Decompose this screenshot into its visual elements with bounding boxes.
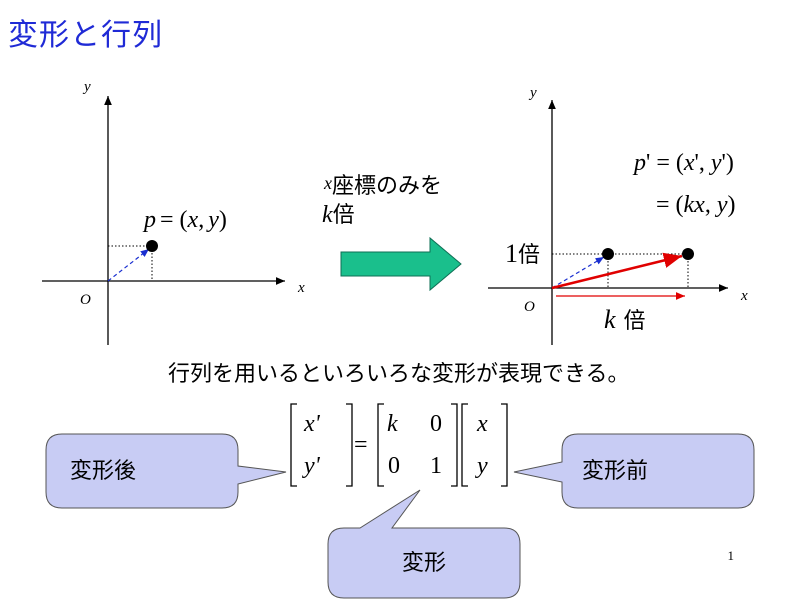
rhs-bottom: y [475, 453, 488, 479]
instruction-line-2: k倍 [322, 202, 355, 228]
right-original-vector [551, 256, 605, 289]
instruction-line-1: x座標のみを [323, 173, 442, 199]
bubble-after-shape [45, 433, 287, 509]
right-y-label: y [528, 85, 537, 101]
transform-arrow [340, 236, 462, 292]
page-number: 1 [727, 548, 735, 563]
matrix-m11: k [387, 411, 398, 437]
right-transformed-point [682, 248, 694, 260]
right-equation-2: = (kx, y) [656, 192, 736, 218]
one-times-label: 1倍 [505, 239, 540, 268]
page-title: 変形と行列 [8, 18, 163, 53]
lhs-top: x' [303, 411, 321, 437]
right-x-label: x [740, 288, 748, 304]
rhs-bracket [461, 403, 508, 487]
matrix-m22: 1 [430, 453, 442, 479]
middle-instruction: x座標のみを k倍 [322, 173, 442, 228]
right-equation-1: p' = (x', y') [632, 150, 734, 176]
left-origin-label: O [80, 292, 91, 308]
matrix-equation: x' y' = k 0 0 1 x y [290, 403, 508, 487]
bubble-after-label: 変形後 [70, 459, 136, 484]
bubble-transform-label: 変形 [402, 551, 446, 576]
left-position-vector [107, 248, 150, 282]
left-point [146, 240, 158, 252]
left-y-label: y [82, 79, 91, 95]
matrix-bracket [377, 403, 458, 487]
left-point-label: p= (x,y) [142, 207, 227, 233]
bubble-transform-shape [327, 489, 521, 599]
bubble-before: 変形前 [513, 433, 755, 509]
bubble-transform: 変形 [327, 489, 521, 599]
matrix-m12: 0 [430, 411, 442, 437]
right-transformed-vector [551, 252, 683, 290]
right-origin-label: O [524, 299, 535, 315]
left-graph: y x O p= (x,y) [42, 79, 305, 345]
lhs-bracket [290, 403, 353, 487]
bubble-after: 変形後 [45, 433, 287, 509]
caption-text: 行列を用いるといろいろな変形が表現できる。 [168, 362, 630, 387]
left-x-label: x [297, 280, 305, 296]
equals-sign: = [354, 432, 368, 458]
rhs-top: x [476, 411, 488, 437]
bubble-before-label: 変形前 [582, 459, 648, 484]
bubble-before-shape [513, 433, 755, 509]
matrix-m21: 0 [388, 453, 400, 479]
lhs-bottom: y' [302, 453, 321, 479]
right-original-point [602, 248, 614, 260]
